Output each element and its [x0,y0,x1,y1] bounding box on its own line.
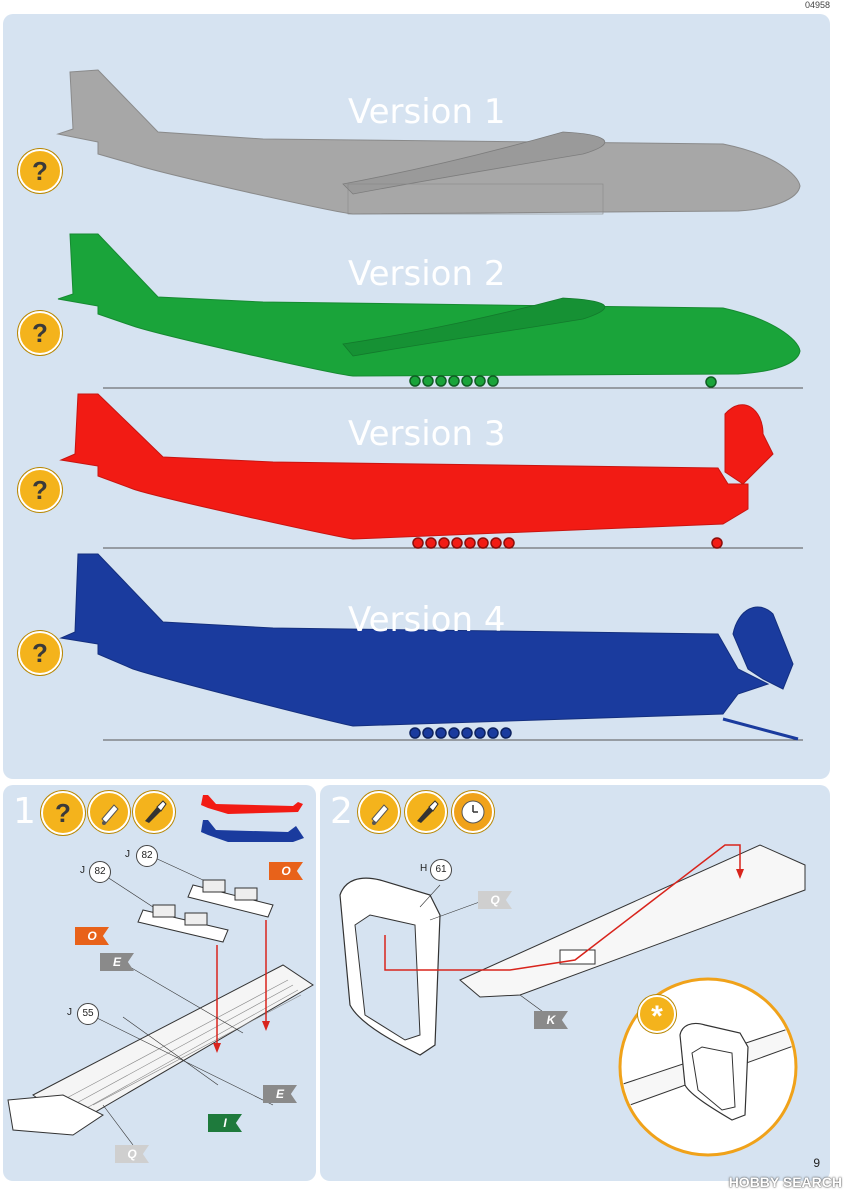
plane-version-3 [59,393,774,549]
plane-version-2 [57,233,801,388]
step-2-panel: 2 H 61 Q K * [320,785,830,1181]
version-4-label: Version 4 [348,600,506,640]
flag-q: Q [115,1145,149,1163]
question-icon: ? [18,311,62,355]
flag-o: O [269,862,303,880]
clock-icon [452,791,494,833]
question-icon: ? [18,149,62,193]
step-2-drawing [339,844,806,1157]
question-icon: ? [18,468,62,512]
part-letter: J [67,1007,72,1018]
flag-q: Q [478,891,512,909]
detail-icon: * [638,995,676,1033]
plane-version-4 [59,553,799,741]
versions-panel: Version 1 Version 2 Version 3 Version 4 … [3,14,830,779]
version-3-label: Version 3 [348,414,506,454]
question-icon: ? [41,791,85,835]
part-number: 55 [77,1003,99,1025]
part-number: 82 [136,845,158,867]
step-1-panel: 1 ? [3,785,316,1181]
flag-o: O [75,927,109,945]
glue-icon [358,791,400,833]
flag-e: E [263,1085,297,1103]
document-code: 04958 [804,0,830,10]
plane-version-1 [56,69,801,215]
part-number: 82 [89,861,111,883]
paint-brush-icon [405,791,447,833]
part-letter: J [80,865,85,876]
watermark: HOBBY SEARCH [728,1174,842,1190]
versions-drawing [56,69,803,741]
step-number: 1 [13,791,36,832]
flag-i: I [208,1114,242,1132]
part-letter: H [420,863,428,874]
page-number: 9 [813,1156,820,1170]
question-icon: ? [18,631,62,675]
flag-e: E [100,953,134,971]
flag-k: K [534,1011,568,1029]
mini-planes-icon [201,795,304,842]
paint-brush-icon [133,791,175,833]
step-1-drawing [7,856,314,1146]
step-number: 2 [330,791,353,832]
version-2-label: Version 2 [348,254,506,294]
version-1-label: Version 1 [348,92,506,132]
glue-icon [88,791,130,833]
part-letter: J [125,849,130,860]
part-number: 61 [430,859,452,881]
